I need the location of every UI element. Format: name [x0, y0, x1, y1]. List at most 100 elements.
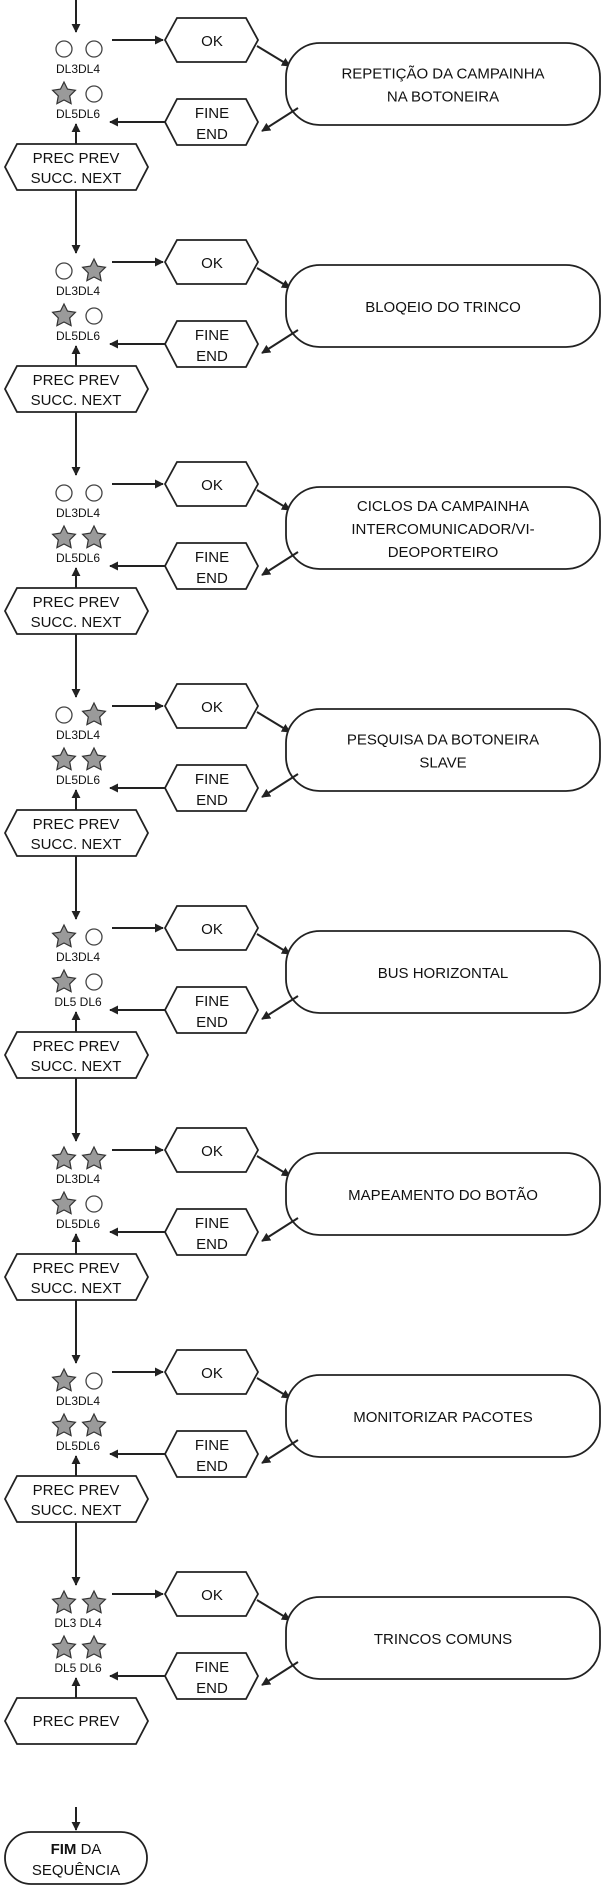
fine-label: FINE — [195, 549, 229, 566]
led-dl3-off-circle — [55, 262, 73, 280]
ok-label: OK — [201, 33, 223, 50]
prev-next-hexagon — [3, 1697, 150, 1745]
led-dl4-on-star — [81, 1589, 107, 1614]
led-dl3-off-circle — [55, 40, 73, 58]
led-label-dl5-dl6: DL5DL6 — [56, 107, 100, 121]
fine-end-hexagon — [163, 542, 260, 590]
arrow-to-function — [256, 489, 291, 511]
arrow-to-fine-end — [261, 329, 299, 354]
arrow-to-fine-end — [261, 1217, 299, 1242]
fine-label: FINE — [195, 993, 229, 1010]
prev-next-hexagon — [3, 1253, 150, 1301]
fine-end-hexagon — [163, 1430, 260, 1478]
function-label: PESQUISA DA BOTONEIRA — [347, 732, 539, 749]
arrow-to-fine-end — [261, 773, 299, 798]
function-terminal — [285, 1596, 601, 1680]
led-label-dl5-dl6: DL5DL6 — [56, 551, 100, 565]
led-label-dl3-dl4: DL3DL4 — [56, 62, 100, 76]
led-label-dl3-dl4: DL3 DL4 — [54, 1616, 102, 1630]
fine-label: FINE — [195, 105, 229, 122]
function-terminal — [285, 1152, 601, 1236]
arrow-to-fine-end — [261, 107, 299, 132]
led-dl4-off-circle — [85, 484, 103, 502]
led-dl5-on-star — [51, 746, 77, 771]
led-dl6-on-star — [81, 746, 107, 771]
led-label-dl5-dl6: DL5DL6 — [56, 329, 100, 343]
function-terminal — [285, 930, 601, 1014]
led-dl6-off-circle — [85, 85, 103, 103]
led-dl5-on-star — [51, 302, 77, 327]
prec-prev-label: PREC PREV — [33, 1482, 120, 1499]
ok-hexagon — [163, 1571, 260, 1617]
prec-prev-label: PREC PREV — [33, 594, 120, 611]
arrow-to-function — [256, 711, 291, 733]
end-label: END — [196, 1680, 228, 1697]
succ-next-label: SUCC. NEXT — [31, 1502, 122, 1519]
prec-prev-label: PREC PREV — [33, 150, 120, 167]
function-label: REPETIÇÃO DA CAMPAINHA — [341, 66, 544, 83]
prev-next-hexagon — [3, 143, 150, 191]
prev-next-hexagon — [3, 809, 150, 857]
ok-hexagon — [163, 683, 260, 729]
led-dl5-on-star — [51, 1412, 77, 1437]
end-label-line1: FIM DA — [51, 1841, 102, 1858]
led-dl5-on-star — [51, 524, 77, 549]
ok-label: OK — [201, 1365, 223, 1382]
led-dl6-on-star — [81, 1634, 107, 1659]
prev-next-hexagon — [3, 365, 150, 413]
led-dl3-off-circle — [55, 484, 73, 502]
prec-prev-label: PREC PREV — [33, 372, 120, 389]
led-dl6-off-circle — [85, 973, 103, 991]
ok-label: OK — [201, 1143, 223, 1160]
function-terminal — [285, 486, 601, 570]
led-label-dl3-dl4: DL3DL4 — [56, 1394, 100, 1408]
led-label-dl5-dl6: DL5 DL6 — [54, 1661, 102, 1675]
led-dl6-on-star — [81, 524, 107, 549]
end-label: END — [196, 126, 228, 143]
succ-next-label: SUCC. NEXT — [31, 170, 122, 187]
ok-hexagon — [163, 905, 260, 951]
prec-prev-label: PREC PREV — [33, 816, 120, 833]
fine-label: FINE — [195, 1437, 229, 1454]
function-label: NA BOTONEIRA — [387, 89, 499, 106]
ok-hexagon — [163, 1349, 260, 1395]
arrow-to-function — [256, 1599, 291, 1621]
fine-end-hexagon — [163, 986, 260, 1034]
function-label: MONITORIZAR PACOTES — [353, 1409, 532, 1426]
end-label: END — [196, 570, 228, 587]
led-label-dl3-dl4: DL3DL4 — [56, 1172, 100, 1186]
arrow-to-fine-end — [261, 551, 299, 576]
ok-label: OK — [201, 921, 223, 938]
led-dl5-on-star — [51, 1190, 77, 1215]
succ-next-label: SUCC. NEXT — [31, 1058, 122, 1075]
fine-label: FINE — [195, 1215, 229, 1232]
succ-next-label: SUCC. NEXT — [31, 836, 122, 853]
succ-next-label: SUCC. NEXT — [31, 1280, 122, 1297]
function-label: SLAVE — [419, 755, 466, 772]
fine-end-hexagon — [163, 1652, 260, 1700]
led-dl3-on-star — [51, 1367, 77, 1392]
ok-hexagon — [163, 17, 260, 63]
prev-next-hexagon — [3, 1031, 150, 1079]
led-dl3-off-circle — [55, 706, 73, 724]
end-of-sequence: FIM DA SEQUÊNCIA — [4, 1807, 148, 1885]
prev-next-hexagon — [3, 587, 150, 635]
ok-label: OK — [201, 1587, 223, 1604]
fine-label: FINE — [195, 327, 229, 344]
led-dl5-on-star — [51, 968, 77, 993]
function-label: BLOQEIO DO TRINCO — [365, 299, 521, 316]
function-terminal — [285, 1374, 601, 1458]
led-dl3-on-star — [51, 923, 77, 948]
end-label: END — [196, 1236, 228, 1253]
ok-label: OK — [201, 477, 223, 494]
fine-end-hexagon — [163, 320, 260, 368]
end-label: END — [196, 792, 228, 809]
led-dl4-off-circle — [85, 1372, 103, 1390]
arrow-to-function — [256, 933, 291, 955]
prec-prev-label: PREC PREV — [33, 1038, 120, 1055]
ok-hexagon — [163, 1127, 260, 1173]
